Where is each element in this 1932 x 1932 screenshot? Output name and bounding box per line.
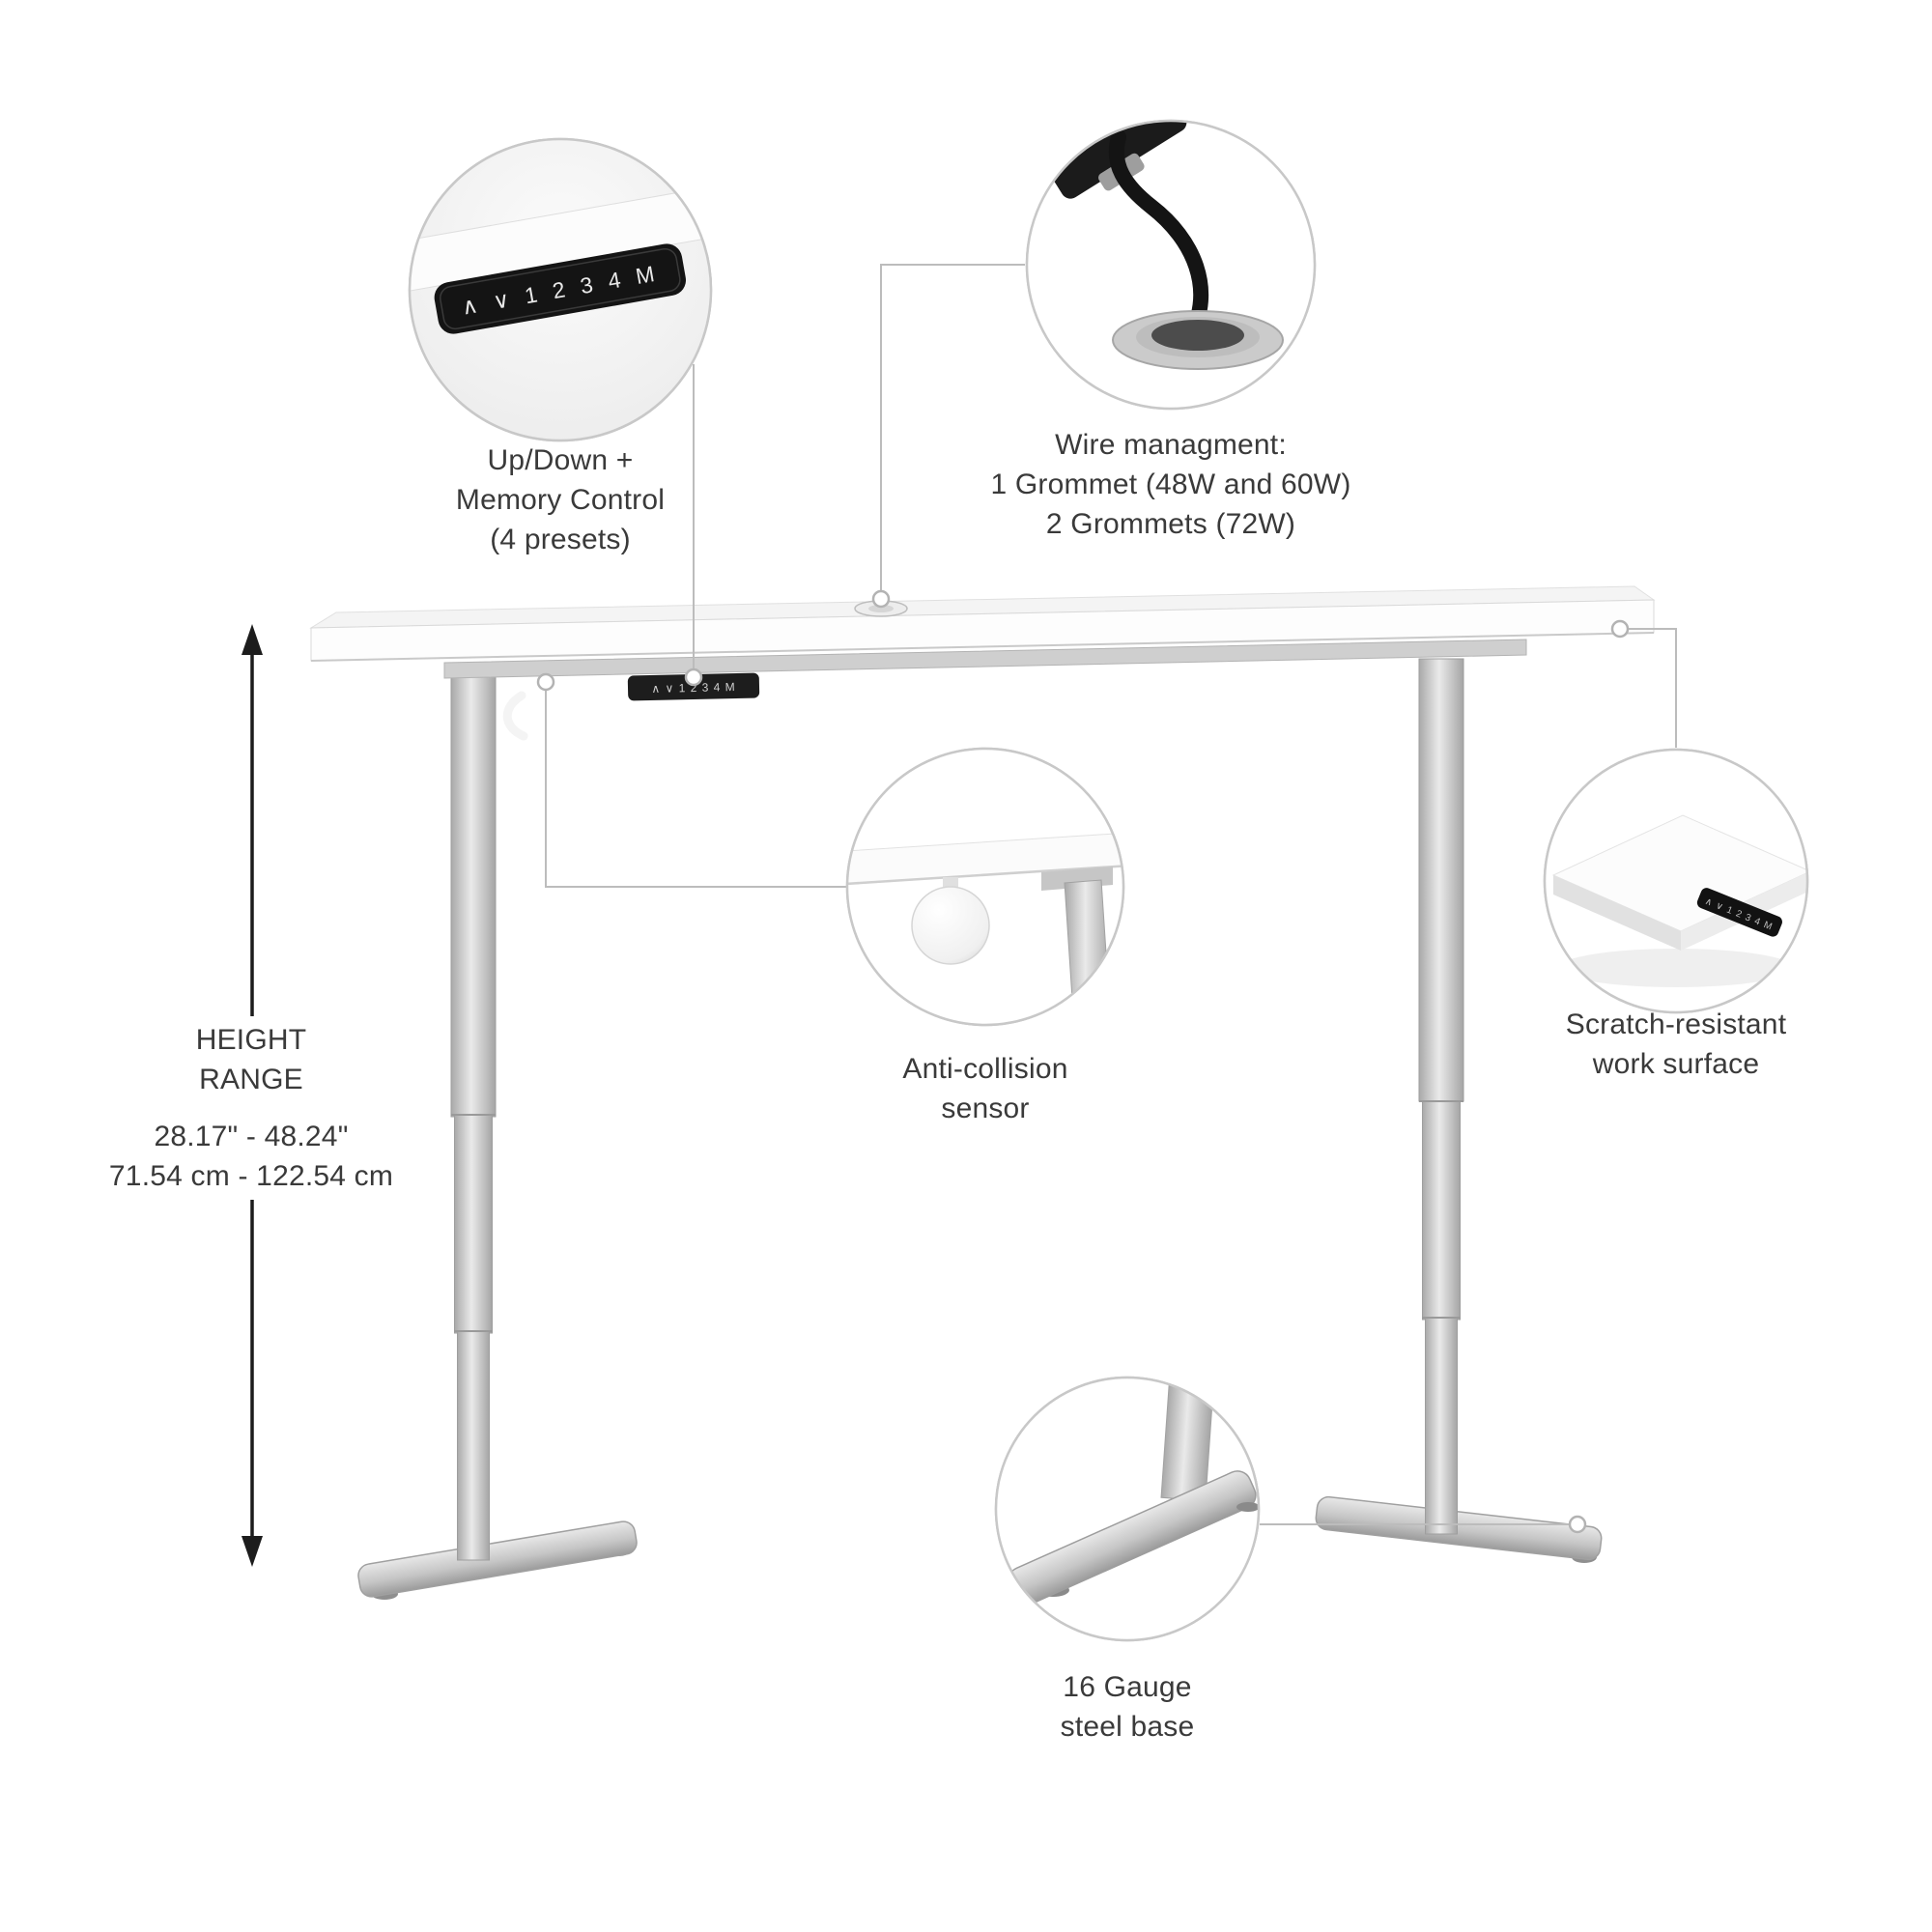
dot-grommet — [871, 589, 891, 609]
wire-management-line-1: Wire managment: — [1055, 429, 1287, 461]
power-cable — [502, 691, 528, 741]
zoom-sensor-sphere — [911, 886, 990, 965]
work-surface-line-1: Scratch-resistant — [1565, 1009, 1787, 1040]
wire-management-line-2: 1 Grommet (48W and 60W) — [990, 469, 1351, 500]
desk-frame-rail — [443, 639, 1527, 679]
steel-base-line-2: steel base — [1060, 1711, 1195, 1743]
dot-foot — [1568, 1515, 1587, 1534]
anti-collision-line-2: sensor — [941, 1093, 1030, 1124]
height-range-inches: 28.17" - 48.24" — [154, 1121, 349, 1152]
callout-memory-control: ∧ ∨ 1 2 3 4 M — [408, 137, 713, 442]
anti-collision-line-1: Anti-collision — [902, 1053, 1068, 1085]
dot-desk-edge — [1610, 619, 1630, 639]
wire-management-line-3: 2 Grommets (72W) — [1045, 508, 1296, 540]
desk-top — [309, 585, 1656, 662]
zoom-cable — [1108, 129, 1209, 344]
steel-base-line-1: 16 Gauge — [1063, 1671, 1192, 1703]
leader-wire-management — [880, 264, 1025, 590]
leader-anti-collision — [545, 691, 847, 888]
desk-keypad-glyphs: ∧ ∨ 1 2 3 4 M — [651, 680, 736, 696]
height-range-centimeters: 71.54 cm - 122.54 cm — [108, 1160, 394, 1192]
steel-base-label: 16 Gauge steel base — [1061, 1667, 1195, 1747]
memory-control-label: Up/Down + Memory Control (4 presets) — [456, 440, 665, 559]
work-surface-label: Scratch-resistant work surface — [1566, 1005, 1786, 1084]
height-range-label: HEIGHT RANGE 28.17" - 48.24" 71.54 cm - … — [97, 1016, 406, 1200]
work-surface-line-2: work surface — [1592, 1048, 1760, 1080]
arrowhead-down — [242, 1536, 263, 1567]
leader-work-surface — [1628, 628, 1677, 748]
callout-wire-management — [1025, 119, 1317, 411]
leader-lines — [545, 264, 1677, 1525]
desk-keypad: ∧ ∨ 1 2 3 4 M — [627, 672, 760, 701]
left-foot — [357, 1520, 638, 1600]
leader-dots — [536, 589, 1630, 1534]
callout-steel-base — [994, 1376, 1261, 1642]
dot-keypad — [684, 668, 703, 687]
arrowhead-up — [242, 624, 263, 655]
desk: ∧ ∨ 1 2 3 4 M — [309, 585, 1656, 1600]
zoom-grommet — [1112, 310, 1284, 370]
callout-work-surface: ∧ ∨ 1 2 3 4 M — [1543, 748, 1809, 1014]
height-range-title-1: HEIGHT — [195, 1024, 307, 1056]
memory-control-line-3: (4 presets) — [490, 524, 631, 555]
right-leg-column — [1418, 658, 1464, 1535]
height-range-spacer — [109, 1099, 393, 1117]
dot-underside — [536, 672, 555, 692]
callout-anti-collision — [845, 747, 1125, 1027]
memory-control-line-2: Memory Control — [455, 484, 666, 516]
right-foot — [1315, 1495, 1603, 1563]
wire-management-label: Wire managment: 1 Grommet (48W and 60W) … — [990, 425, 1350, 544]
anti-collision-label: Anti-collision sensor — [902, 1049, 1067, 1128]
height-range-title-2: RANGE — [199, 1064, 303, 1095]
left-leg-column — [450, 671, 497, 1561]
memory-control-line-1: Up/Down + — [487, 444, 634, 476]
